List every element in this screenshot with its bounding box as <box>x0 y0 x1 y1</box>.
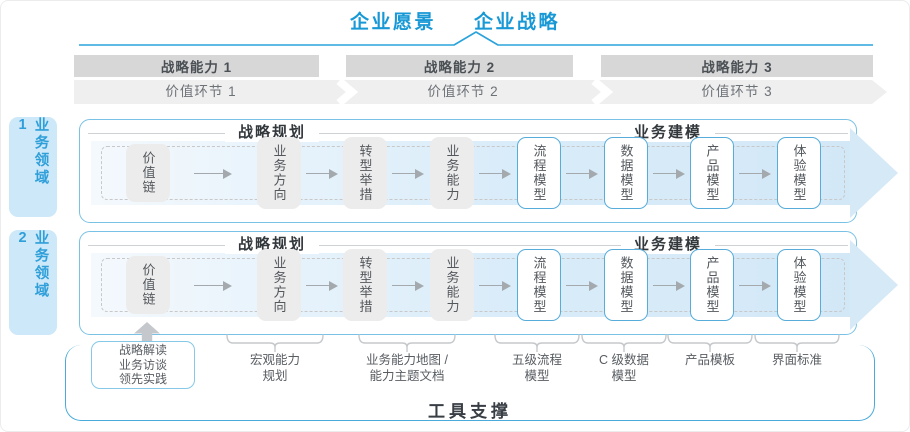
bracket-connector <box>358 334 456 352</box>
flow-arrow-icon <box>392 168 424 179</box>
flow-box-experience-model: 体验模型 <box>777 137 821 209</box>
bracket-connector <box>226 334 324 352</box>
flow-box-transformation-initiatives: 转型举措 <box>343 137 387 209</box>
flow-box-data-model: 数据模型 <box>604 137 648 209</box>
section-divider-line <box>88 245 848 246</box>
enterprise-vision-label: 企业愿景 <box>349 12 436 33</box>
section-divider-line <box>88 133 848 134</box>
flow-row-domain-1: 战略规划 业务建模 价值链 业务方向 转型举措 业务能力 流程模型 数据模型 产… <box>79 119 898 223</box>
domain-tag-label: 业务领域 1 <box>14 117 49 187</box>
tool-support-label: 工具支撑 <box>428 402 512 421</box>
flow-box-label: 体验模型 <box>791 144 807 202</box>
flow-box-label: 业务能力 <box>444 144 460 202</box>
flow-box-label: 数据模型 <box>618 144 634 202</box>
flow-box-label: 数据模型 <box>618 256 634 314</box>
capability-band-segment-2: 战略能力 2 <box>346 55 573 77</box>
flow-arrow-icon <box>306 168 338 179</box>
flow-box-business-direction: 业务方向 <box>257 137 301 209</box>
bracket-connector <box>667 334 753 352</box>
flow-box-label: 流程模型 <box>531 256 547 314</box>
modeling-section-header: 业务建模 <box>620 124 716 142</box>
flow-arrow-icon <box>739 168 771 179</box>
flow-box-label: 业务方向 <box>271 256 287 314</box>
annotation-c-level-data-model: C 级数据 模型 <box>598 353 650 383</box>
flow-box-label: 流程模型 <box>531 144 547 202</box>
flow-arrow-icon <box>306 280 338 291</box>
flow-arrow-icon <box>392 280 424 291</box>
flow-arrow-icon <box>194 168 232 179</box>
value-link-label-2: 价值环节 2 <box>427 84 499 99</box>
flow-box-transformation-initiatives: 转型举措 <box>343 249 387 321</box>
capability-band-segment-3: 战略能力 3 <box>601 55 873 77</box>
flow-box-label: 体验模型 <box>791 256 807 314</box>
flow-arrow-icon <box>479 280 511 291</box>
chevron-separator-icon <box>336 80 358 104</box>
domain-tag-label: 业务领域 2 <box>14 230 49 300</box>
flow-arrow-icon <box>739 280 771 291</box>
annotation-ui-standard: 界面标准 <box>771 353 823 367</box>
bracket-connector <box>494 334 580 352</box>
flow-arrow-icon <box>566 280 598 291</box>
annotation-macro-capability-planning: 宏观能力 规划 <box>249 353 301 383</box>
annotation-level5-process-model: 五级流程 模型 <box>511 353 563 383</box>
flow-box-value-chain: 价值链 <box>126 144 170 202</box>
big-arrow-head-icon <box>850 128 898 218</box>
domain-tag-2: 业务领域 2 <box>9 230 57 335</box>
bracket-connector <box>754 334 840 352</box>
page-title: 企业愿景 企业战略 <box>1 7 909 34</box>
flow-box-business-direction: 业务方向 <box>257 249 301 321</box>
flow-row-domain-2: 战略规划 业务建模 价值链 业务方向 转型举措 业务能力 流程模型 数据模型 产… <box>79 231 898 335</box>
annotation-brackets <box>226 334 840 352</box>
annotation-capability-map-docs: 业务能力地图 / 能力主题文档 <box>366 353 448 383</box>
practice-box: 战略解读 业务访谈 领先实践 <box>91 341 195 389</box>
flow-arrow-icon <box>566 168 598 179</box>
flow-arrow-icon <box>653 280 685 291</box>
flow-box-business-capability: 业务能力 <box>430 249 474 321</box>
flow-box-data-model: 数据模型 <box>604 249 648 321</box>
flow-arrow-icon <box>653 168 685 179</box>
vision-divider-peak-icon <box>79 31 873 46</box>
flow-arrow-icon <box>194 280 232 291</box>
flow-box-process-model: 流程模型 <box>517 137 561 209</box>
flow-box-label: 业务方向 <box>271 144 287 202</box>
annotation-product-template: 产品模板 <box>684 353 736 367</box>
capability-band-segment-1: 战略能力 1 <box>74 55 319 77</box>
value-chain-band <box>74 80 887 104</box>
domain-tag-1: 业务领域 1 <box>9 117 57 217</box>
chevron-separator-icon <box>591 80 613 104</box>
flow-box-label: 产品模型 <box>704 144 720 202</box>
big-arrow-head-icon <box>850 240 898 330</box>
flow-box-business-capability: 业务能力 <box>430 137 474 209</box>
modeling-section-header: 业务建模 <box>620 236 716 254</box>
flow-box-product-model: 产品模型 <box>690 249 734 321</box>
flow-box-label: 业务能力 <box>444 256 460 314</box>
flow-arrow-icon <box>479 168 511 179</box>
value-link-label-1: 价值环节 1 <box>165 84 237 99</box>
tool-support-container <box>65 345 875 421</box>
flow-box-experience-model: 体验模型 <box>777 249 821 321</box>
flow-box-process-model: 流程模型 <box>517 249 561 321</box>
flow-box-product-model: 产品模型 <box>690 137 734 209</box>
flow-box-label: 价值链 <box>140 151 156 195</box>
value-link-label-3: 价值环节 3 <box>701 84 773 99</box>
enterprise-strategy-label: 企业战略 <box>474 12 561 33</box>
flow-box-label: 转型举措 <box>357 144 373 202</box>
bracket-connector <box>581 334 667 352</box>
flow-box-label: 价值链 <box>140 263 156 307</box>
flow-box-label: 转型举措 <box>357 256 373 314</box>
flow-box-label: 产品模型 <box>704 256 720 314</box>
flow-box-value-chain: 价值链 <box>126 256 170 314</box>
